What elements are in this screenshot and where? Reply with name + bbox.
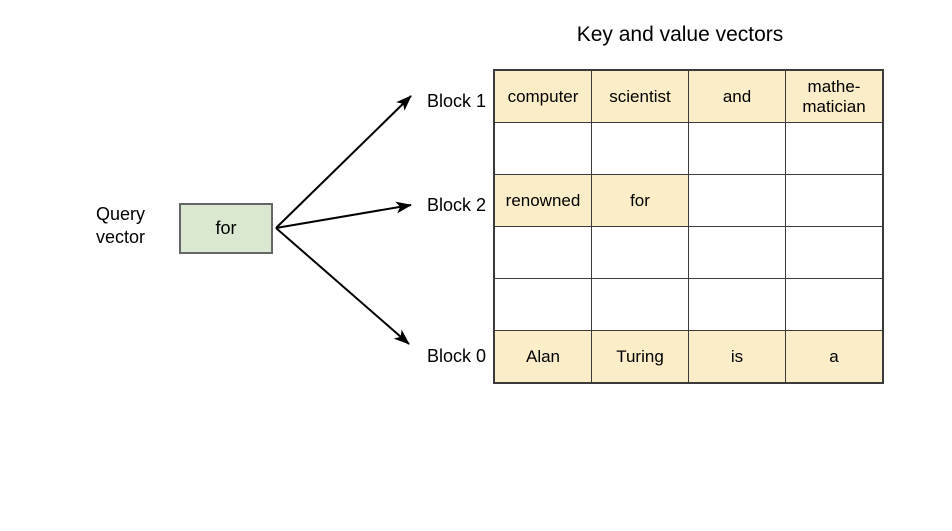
table-cell[interactable]: [591, 226, 689, 279]
page-title: Key and value vectors: [576, 23, 784, 46]
query-vector-label-line1: Query: [96, 204, 146, 224]
block-label-block-0: Block 0: [426, 346, 486, 366]
table-cell[interactable]: [785, 122, 884, 175]
table-cell[interactable]: scientist: [591, 69, 689, 123]
table-cell[interactable]: Alan: [493, 330, 592, 384]
arrow-to-block-1: [275, 95, 412, 229]
table-cell[interactable]: [785, 174, 884, 227]
table-cell[interactable]: [688, 226, 786, 279]
query-vector-label: Query vector: [96, 203, 172, 249]
query-vector-token: for: [215, 218, 237, 238]
query-vector-box[interactable]: for: [179, 203, 273, 254]
table-cell[interactable]: computer: [493, 69, 592, 123]
table-cell[interactable]: is: [688, 330, 786, 384]
table-cell[interactable]: [493, 122, 592, 175]
table-cell[interactable]: [493, 278, 592, 331]
table-cell[interactable]: [591, 122, 689, 175]
table-cell[interactable]: [785, 226, 884, 279]
table-row: [493, 226, 884, 279]
table-cell[interactable]: a: [785, 330, 884, 384]
table-cell[interactable]: [688, 278, 786, 331]
table-cell[interactable]: [688, 122, 786, 175]
block-label-block-2: Block 2: [426, 195, 486, 215]
arrow-to-block-2: [275, 201, 412, 229]
table-cell[interactable]: for: [591, 174, 689, 227]
table-cell[interactable]: [785, 278, 884, 331]
table-cell[interactable]: [591, 278, 689, 331]
query-vector-label-line2: vector: [96, 227, 146, 247]
table-cell[interactable]: mathe-matician: [785, 69, 884, 123]
arrow-to-block-0: [275, 227, 410, 345]
block-label-block-1: Block 1: [426, 91, 486, 111]
table-row: [493, 278, 884, 331]
table-row: [493, 122, 884, 175]
table-cell[interactable]: renowned: [493, 174, 592, 227]
table-cell[interactable]: [688, 174, 786, 227]
table-cell[interactable]: Turing: [591, 330, 689, 384]
table-cell[interactable]: [493, 226, 592, 279]
table-cell[interactable]: and: [688, 69, 786, 123]
